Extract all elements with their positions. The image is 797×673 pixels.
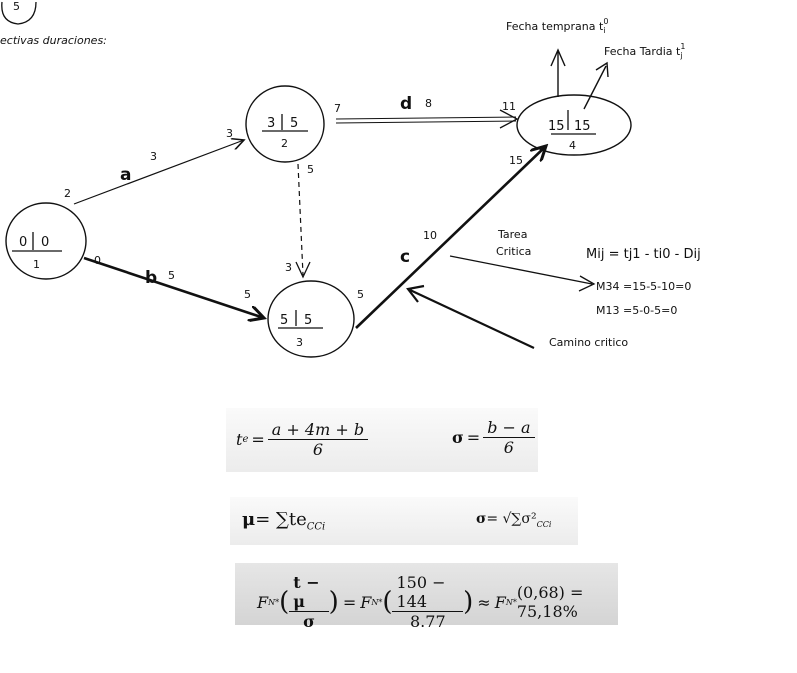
m13-calc: M13 =5-0-5=0 [596, 304, 677, 317]
node-1-label: 1 [33, 258, 40, 271]
edge-b: b 5 0 5 [83, 254, 264, 318]
edge-dummy-start: 5 [307, 163, 314, 176]
node-3: 5 5 3 [267, 280, 355, 358]
fragment-circle [1, 1, 37, 25]
edge-c-name: c [400, 247, 410, 267]
node-1-late: 0 [41, 235, 49, 250]
fragment-number: 5 [13, 0, 20, 13]
activity-network-diagram: 5 ectivas duraciones: 0 0 1 3 5 2 5 5 3 … [0, 0, 701, 358]
sigma-sum-formula: σ= √∑σ²CCi [476, 511, 552, 529]
node-3-early: 5 [280, 313, 288, 328]
edge-dummy-end: 3 [285, 261, 292, 274]
edge-a-name: a [120, 165, 131, 185]
node-4: 15 15 4 [516, 94, 632, 156]
mu-formula: μ= ∑teCCi [242, 509, 326, 533]
tarea-critica-line2: Critica [496, 245, 531, 258]
node-2-early: 3 [267, 116, 275, 131]
edge-d-name: d [400, 94, 412, 114]
node-3-late: 5 [304, 313, 312, 328]
edge-b-duration: 5 [168, 269, 175, 282]
edge-d: d 8 7 11 [334, 94, 519, 129]
edge-d-start: 7 [334, 102, 341, 115]
edge-a: a 3 2 3 [64, 127, 244, 205]
fragment-text: ectivas duraciones: [0, 34, 107, 47]
edge-c-end: 15 [509, 154, 523, 167]
edge-b-start: 0 [94, 254, 101, 267]
edge-dummy: 5 3 [285, 163, 314, 279]
m34-calc: M34 =15-5-10=0 [596, 280, 691, 293]
node-4-late: 15 [574, 119, 591, 134]
top-fragment: 5 ectivas duraciones: [0, 0, 107, 47]
camino-critico-label: Camino critico [549, 336, 628, 349]
tarea-critica-annotation: Tarea Critica [449, 228, 596, 292]
node-2-label: 2 [281, 137, 288, 150]
edge-c: c 10 15 5 [355, 146, 546, 329]
node-4-label: 4 [569, 139, 576, 152]
edge-d-end: 11 [502, 100, 516, 113]
node-3-label: 3 [296, 336, 303, 349]
edge-a-start: 2 [64, 187, 71, 200]
formula-mu-sigma: μ= ∑teCCi σ= √∑σ²CCi [230, 497, 578, 545]
node-1-early: 0 [19, 235, 27, 250]
edge-a-end: 3 [226, 127, 233, 140]
edge-c-duration: 10 [423, 229, 437, 242]
node-3-out: 5 [357, 288, 364, 301]
edge-b-end: 5 [244, 288, 251, 301]
node-2-late: 5 [290, 116, 298, 131]
node-2: 3 5 2 [245, 85, 325, 163]
node-1: 0 0 1 [5, 202, 87, 280]
tarea-critica-line1: Tarea [497, 228, 527, 241]
edge-d-duration: 8 [425, 97, 432, 110]
camino-critico-annotation: Camino critico [406, 284, 628, 349]
margin-formula: Mij = tj1 - ti0 - Dij [586, 247, 701, 262]
edge-a-duration: 3 [150, 150, 157, 163]
edge-b-name: b [145, 268, 157, 288]
node-4-early: 15 [548, 119, 565, 134]
